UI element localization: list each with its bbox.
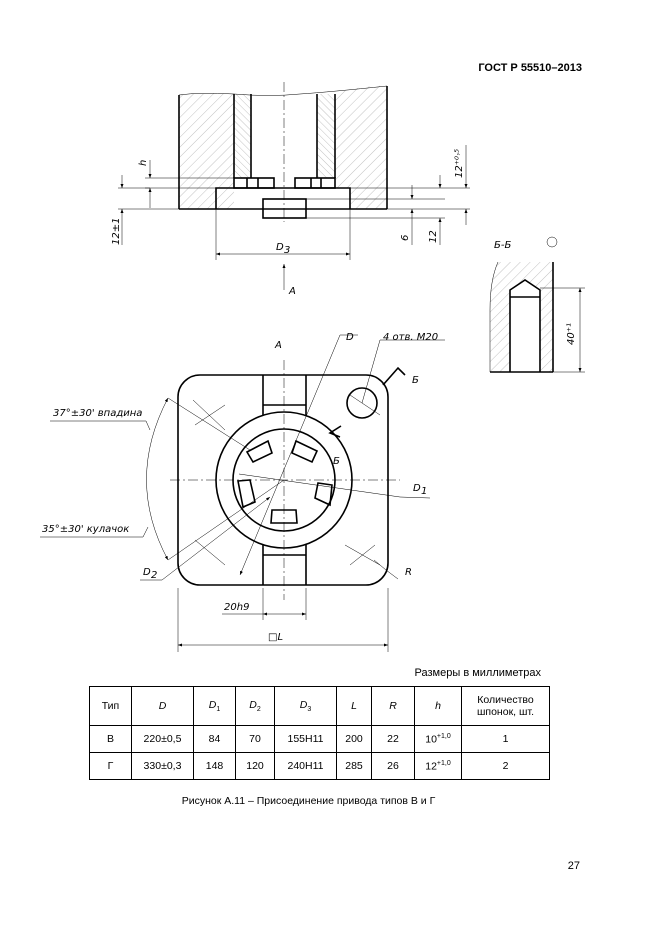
section-mark-top: Б [412, 375, 419, 386]
view-a-label: А [274, 340, 282, 351]
svg-text:2: 2 [151, 570, 157, 581]
dim-h: h [138, 160, 149, 166]
holes-note: 4 отв. М20 [383, 332, 438, 343]
dim-d2: D [143, 567, 151, 578]
dim-r: R [405, 567, 412, 578]
dim-12-1: 12±1 [111, 218, 122, 245]
figure-caption: Рисунок А.11 – Присоединение привода тип… [181, 795, 436, 807]
table-row: В 220±0,5 84 70 155Н11 200 22 10+1,0 1 [89, 725, 550, 753]
dim-d3: D [276, 242, 284, 253]
svg-text:1: 1 [421, 486, 427, 497]
dim-40: 40⁺¹ [566, 323, 577, 345]
angle-bottom-note: 35°±30' кулачок [42, 524, 129, 535]
table-row: Г 330±0,3 148 120 240Н11 285 26 12+1,0 2 [89, 752, 550, 780]
dim-12: 12 [428, 230, 439, 243]
dim-d1: D [413, 483, 421, 494]
svg-text:3: 3 [284, 245, 290, 256]
dim-slot: 20h9 [224, 602, 249, 613]
section-mark-bottom: Б [333, 456, 340, 467]
angle-top-note: 37°±30' впадина [53, 408, 142, 419]
table-header-row: Тип D D1 D2 D3 L R h Количество шпонок, … [89, 686, 550, 726]
page-number: 27 [567, 860, 580, 872]
dimensions-table: Тип D D1 D2 D3 L R h Количество шпонок, … [89, 686, 550, 780]
units-note: Размеры в миллиметрах [414, 667, 541, 679]
side-section-view: h 12±1 D 3 А 6 12 12⁺⁰˒⁵ [111, 82, 470, 297]
dim-6: 6 [400, 235, 411, 241]
section-b-b: Б-Б 40⁺¹ [489, 236, 585, 373]
dim-square-l: □L [268, 632, 283, 643]
standard-number: ГОСТ Р 55510–2013 [478, 62, 582, 74]
dim-d: D [346, 332, 354, 343]
view-arrow-label: А [288, 286, 296, 297]
dim-12-05: 12⁺⁰˒⁵ [454, 149, 465, 178]
section-title: Б-Б [494, 240, 511, 251]
plan-view-a: А D 4 отв. М20 Б Б 37°±30' впадина 35°±3… [40, 332, 445, 652]
